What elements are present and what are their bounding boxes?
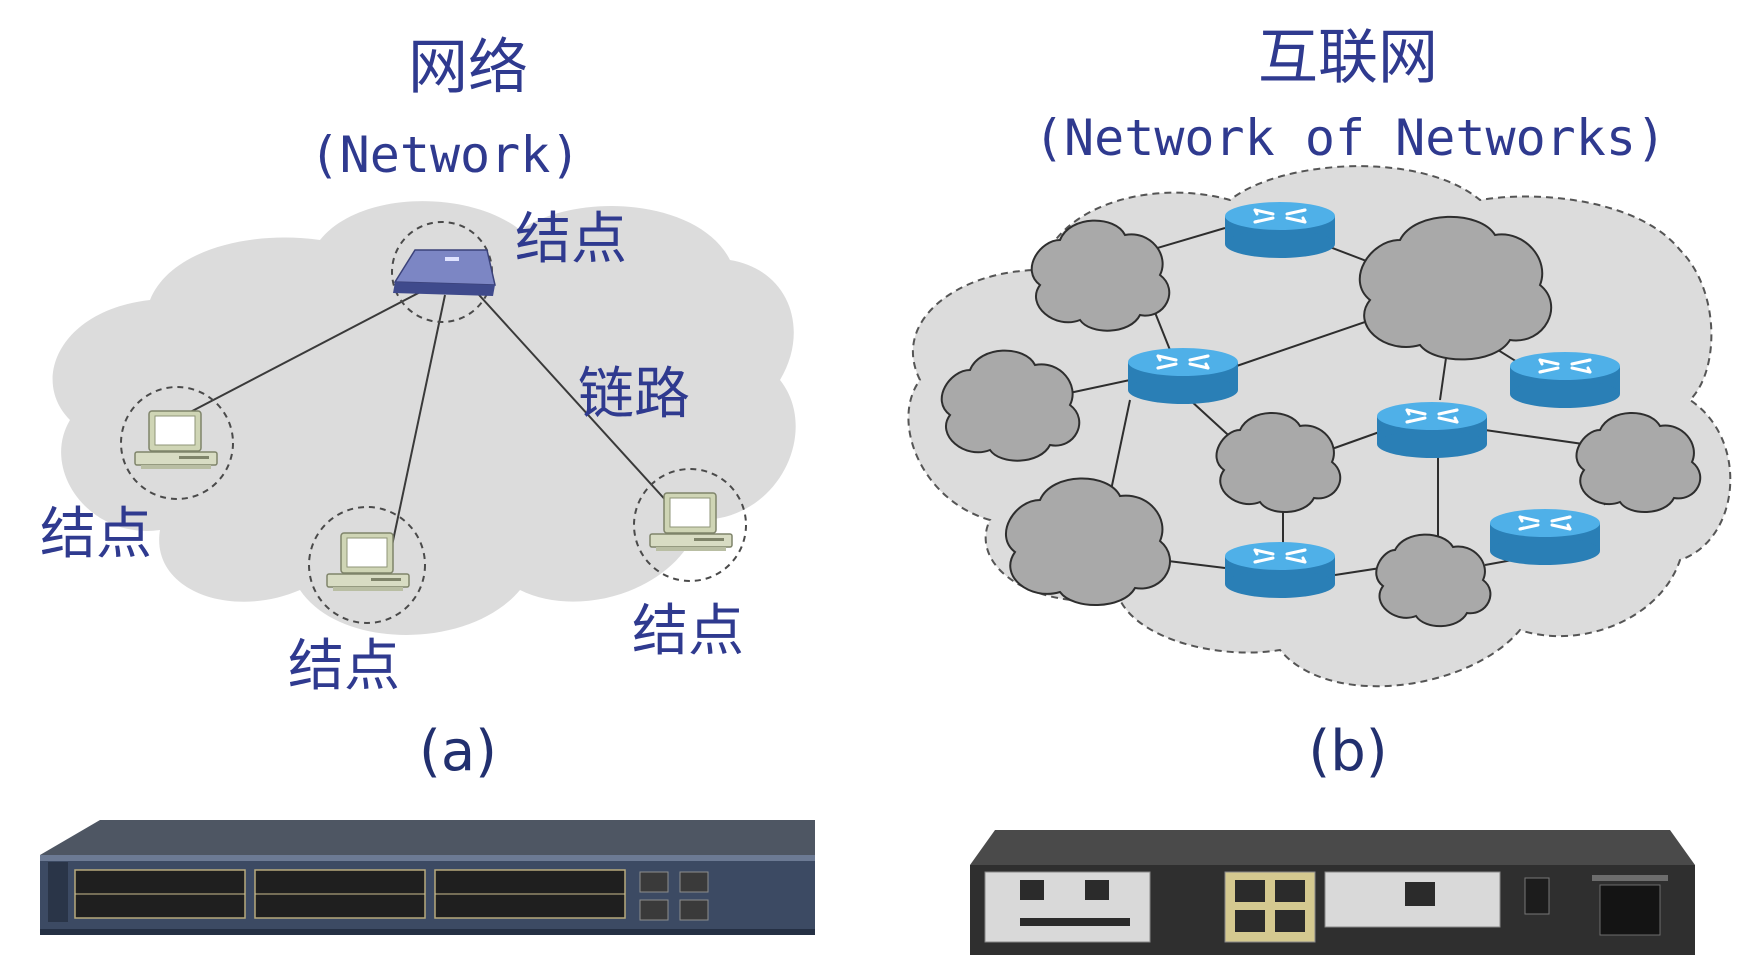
node-label-switch: 结点 [515,207,627,272]
panel-a-subtitle: (Network) [310,126,581,184]
panel-b-title: 互联网 [1258,23,1438,93]
router-icon [1490,507,1600,567]
cloud-icon [1375,533,1492,628]
network-switch-photo [40,820,815,935]
panel-a-title: 网络 [408,33,528,103]
network-cloud [52,201,796,635]
cloud-icon [1358,215,1553,361]
router-icon [1510,350,1620,410]
computer-node-left [120,386,234,500]
router-back-panel-photo [970,830,1695,955]
panel-b-subtitle: (Network of Networks) [1034,109,1666,167]
cloud-icon [1030,219,1171,332]
link-label: 链路 [578,362,690,427]
cloud-icon [1004,477,1171,606]
switch-icon [393,249,496,296]
cloud-icon [1575,412,1702,514]
router-icon [1128,346,1238,406]
panel-a-caption: (a) [419,719,497,784]
panel-b: 互联网 (Network of Networks) [907,23,1732,784]
sub-networks [940,215,1702,628]
computer-node-right [633,468,747,582]
panel-a: 网络 (Network) [40,33,796,784]
cloud-icon [940,349,1081,462]
router-icon [1225,540,1335,600]
router-icon [1225,200,1335,260]
node-label-middle: 结点 [288,634,400,699]
router-icon [1377,400,1487,460]
node-label-right: 结点 [632,599,744,664]
computer-node-middle [308,506,426,624]
links [174,284,671,556]
switch-node [391,221,496,323]
cloud-icon [1215,412,1342,514]
node-label-left: 结点 [40,502,152,567]
panel-b-caption: (b) [1308,719,1387,784]
